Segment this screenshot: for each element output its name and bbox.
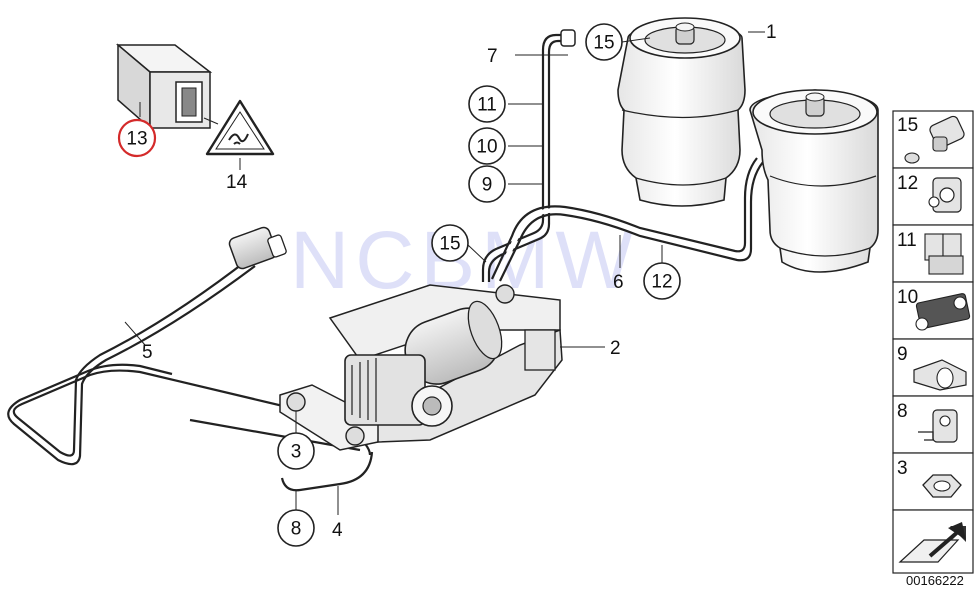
svg-text:9: 9 — [482, 175, 493, 196]
side-item-8[interactable]: 8 — [897, 401, 958, 443]
hex-nut-icon — [922, 474, 962, 498]
side-item-15[interactable]: 15 — [897, 115, 966, 164]
callout-4[interactable]: 4 — [332, 520, 343, 541]
svg-text:15: 15 — [593, 33, 614, 54]
callout-11[interactable]: 11 — [468, 85, 506, 123]
clip-icon — [928, 177, 962, 213]
control-unit-part[interactable] — [115, 43, 219, 130]
svg-text:12: 12 — [897, 173, 918, 194]
svg-text:8: 8 — [291, 519, 302, 540]
side-item-10[interactable]: 10 — [897, 287, 971, 331]
side-item-12[interactable]: 12 — [897, 173, 962, 213]
compressor-part[interactable] — [279, 284, 563, 451]
svg-text:8: 8 — [897, 401, 908, 422]
callout-15-mid[interactable]: 15 — [431, 224, 469, 262]
svg-text:10: 10 — [476, 137, 497, 158]
callout-6[interactable]: 6 — [613, 272, 624, 293]
callout-10[interactable]: 10 — [468, 127, 506, 165]
callout-15-top[interactable]: 15 — [585, 23, 623, 61]
svg-text:10: 10 — [897, 287, 918, 308]
multi-clip-icon — [915, 293, 971, 331]
svg-text:3: 3 — [291, 442, 302, 463]
svg-text:12: 12 — [651, 272, 672, 293]
callout-2[interactable]: 2 — [610, 338, 621, 359]
side-item-3[interactable]: 3 — [897, 458, 962, 498]
callout-3[interactable]: 3 — [277, 432, 315, 470]
callout-13[interactable]: 13 — [117, 118, 157, 158]
side-item-11[interactable]: 11 — [897, 230, 964, 275]
svg-text:9: 9 — [897, 344, 908, 365]
arrow-icon — [898, 522, 966, 568]
leader-lines — [124, 31, 765, 515]
svg-text:11: 11 — [477, 95, 497, 116]
holder-icon — [913, 359, 967, 391]
callout-7[interactable]: 7 — [487, 46, 498, 67]
side-item-9[interactable]: 9 — [897, 344, 967, 391]
double-clip-icon — [924, 233, 964, 275]
air-spring-right[interactable] — [749, 89, 879, 273]
compressor-head — [344, 354, 453, 427]
fitting-icon — [904, 115, 965, 164]
svg-text:15: 15 — [439, 234, 460, 255]
line-part-4[interactable] — [280, 451, 374, 492]
warning-label-part[interactable] — [205, 99, 275, 156]
callout-12[interactable]: 12 — [643, 262, 681, 300]
svg-text:11: 11 — [897, 230, 917, 251]
svg-text:15: 15 — [897, 115, 918, 136]
callout-5[interactable]: 5 — [142, 342, 153, 363]
sensor-connector — [228, 226, 287, 270]
svg-text:13: 13 — [126, 129, 147, 150]
callout-1[interactable]: 1 — [766, 22, 777, 43]
air-line-bundle[interactable] — [481, 29, 764, 282]
air-spring-left[interactable] — [617, 17, 746, 207]
callout-14[interactable]: 14 — [226, 172, 248, 193]
callout-8[interactable]: 8 — [277, 509, 315, 547]
bracket-clip-icon — [918, 409, 958, 443]
doc-number: 00166222 — [906, 573, 964, 588]
callout-9[interactable]: 9 — [468, 165, 506, 203]
svg-text:3: 3 — [897, 458, 908, 479]
